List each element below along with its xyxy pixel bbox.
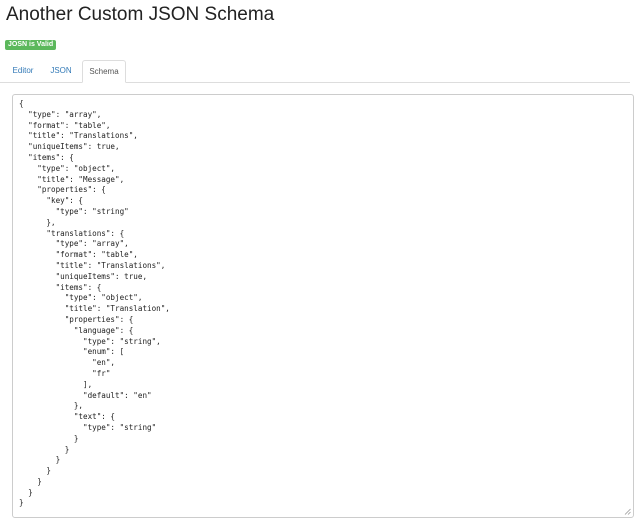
status-badge: JOSN is Valid: [5, 40, 57, 50]
schema-textarea[interactable]: { "type": "array", "format": "table", "t…: [12, 94, 634, 518]
resize-grip-icon[interactable]: [624, 508, 631, 515]
tab-editor[interactable]: Editor: [12, 66, 34, 75]
tab-bar: Editor JSON Schema: [0, 60, 630, 83]
page-title: Another Custom JSON Schema: [6, 4, 275, 25]
tab-json[interactable]: JSON: [50, 66, 72, 75]
schema-text[interactable]: { "type": "array", "format": "table", "t…: [19, 99, 170, 508]
tab-schema[interactable]: Schema: [82, 60, 126, 83]
